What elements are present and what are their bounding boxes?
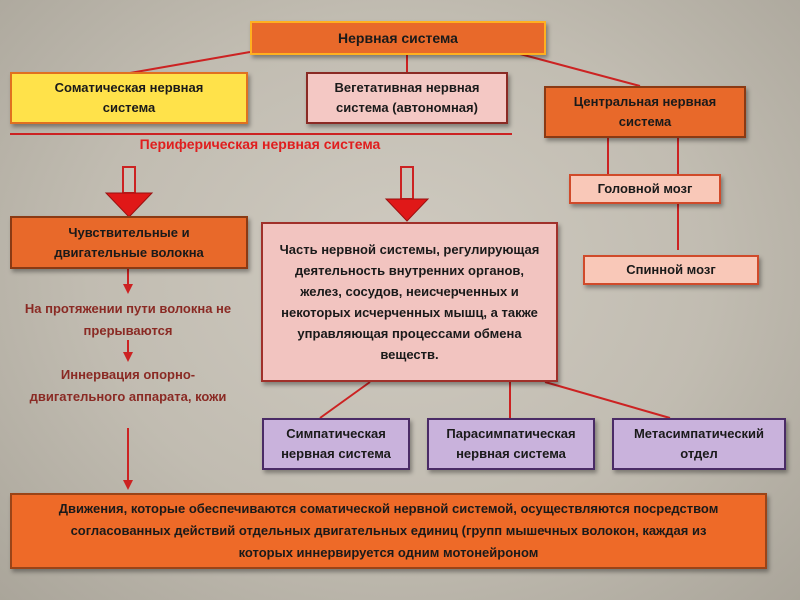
- innervation-text: Иннервация опорно-двигательного аппарата…: [29, 367, 227, 404]
- brain-node: Головной мозг: [569, 174, 721, 204]
- fibers-label: Чувствительные и двигательные волокна: [54, 224, 204, 260]
- vegetative-node: Вегетативная нервная система (автономная…: [306, 72, 508, 124]
- central-node: Центральная нервная система: [544, 86, 746, 138]
- peripheral-label: Периферическая нервная система: [139, 136, 381, 152]
- vegetative-label: Вегетативная нервная система (автономная…: [334, 80, 480, 115]
- sympathetic-node: Симпатическая нервная система: [262, 418, 410, 470]
- down-arrow-left: [104, 166, 154, 218]
- central-label: Центральная нервная система: [573, 94, 717, 129]
- nervous-system-label: Нервная система: [338, 30, 458, 46]
- movements-text: Движения, которые обеспечиваются соматич…: [58, 501, 719, 560]
- vegetative-description-node: Часть нервной системы, регулирующая деят…: [261, 222, 558, 382]
- nervous-system-node: Нервная система: [250, 21, 546, 55]
- parasympathetic-node: Парасимпатическая нервная система: [427, 418, 595, 470]
- sympathetic-label: Симпатическая нервная система: [281, 426, 391, 461]
- spinal-cord-label: Спинной мозг: [626, 262, 716, 277]
- fibers-node: Чувствительные и двигательные волокна: [10, 216, 248, 269]
- spinal-cord-node: Спинной мозг: [583, 255, 759, 285]
- parasympathetic-label: Парасимпатическая нервная система: [446, 426, 576, 461]
- somatic-label: Соматическая нервная система: [54, 80, 204, 115]
- movements-node: Движения, которые обеспечиваются соматич…: [10, 493, 767, 569]
- brain-label: Головной мозг: [597, 181, 693, 196]
- vegetative-description-text: Часть нервной системы, регулирующая деят…: [279, 242, 540, 362]
- somatic-node: Соматическая нервная система: [10, 72, 248, 124]
- metasympathetic-node: Метасимпатический отдел: [612, 418, 786, 470]
- down-arrow-center: [384, 166, 430, 222]
- metasympathetic-label: Метасимпатический отдел: [633, 426, 765, 461]
- fiber-note-text: На протяжении пути волокна не прерываютс…: [24, 301, 232, 338]
